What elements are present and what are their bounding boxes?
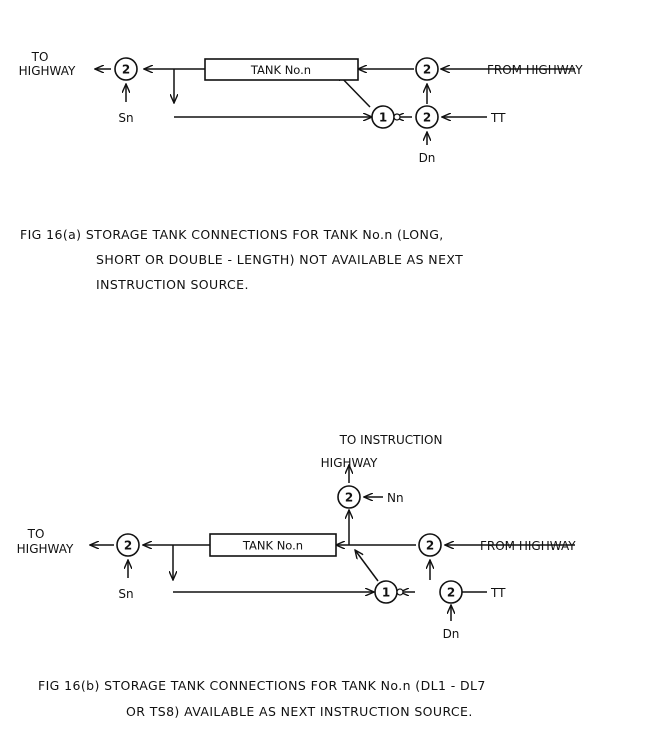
- figure-16b-gate-out: 2: [116, 533, 140, 557]
- svg-text:2: 2: [124, 539, 132, 553]
- figure-16a-wires: [95, 69, 575, 145]
- figure-16b-to-instruction-line1: TO INSTRUCTION: [339, 433, 443, 447]
- figure-16b-tank-box: [209, 533, 337, 557]
- svg-text:1: 1: [379, 111, 387, 125]
- figure-16a-caption-line3: INSTRUCTION SOURCE.: [96, 277, 249, 292]
- figure-16b-caption-line1: FIG 16(b) STORAGE TANK CONNECTIONS FOR T…: [38, 678, 486, 693]
- figure-16a-caption-line2: SHORT OR DOUBLE - LENGTH) NOT AVAILABLE …: [96, 252, 463, 267]
- figure-16b-gate-instruction: 2: [337, 485, 361, 509]
- figure-16b-caption-line2: OR TS8) AVAILABLE AS NEXT INSTRUCTION SO…: [126, 704, 473, 719]
- svg-text:2: 2: [423, 63, 431, 77]
- figure-16b-to-highway-line2: HIGHWAY: [17, 542, 74, 556]
- figure-16b-sn: Sn: [118, 587, 133, 601]
- figure-16a-sn: Sn: [118, 111, 133, 125]
- figure-16a-to-highway-line2: HIGHWAY: [19, 64, 76, 78]
- figure-16a-tank-label: TANK No.n: [250, 63, 311, 77]
- figure-16a-gate-out: 2: [114, 57, 138, 81]
- svg-text:2: 2: [345, 491, 353, 505]
- figure-16a-dn: Dn: [419, 151, 436, 165]
- figure-16b-gate-one: 1: [374, 580, 404, 604]
- figure-16a-from-highway: FROM HIGHWAY: [487, 63, 583, 77]
- figure-16b-gate-in: 2: [418, 533, 442, 557]
- figure-16b-inverter-bubble: [396, 588, 404, 596]
- figure-16a-gate-one: 1: [371, 105, 401, 129]
- figure-16a-to-highway-line1: TO: [31, 50, 49, 64]
- figure-16b-dn: Dn: [443, 627, 460, 641]
- figure-16a-inverter-bubble: [393, 113, 401, 121]
- svg-text:2: 2: [423, 111, 431, 125]
- figure-16a-caption-line1: FIG 16(a) STORAGE TANK CONNECTIONS FOR T…: [20, 227, 444, 242]
- figure-16b-from-highway: FROM HIGHWAY: [480, 539, 576, 553]
- svg-text:1: 1: [382, 586, 390, 600]
- figure-16a-gate-in: 2: [415, 57, 439, 81]
- figure-16b-gate-tt: 2: [439, 580, 463, 604]
- svg-text:2: 2: [426, 539, 434, 553]
- figure-16b-to-instruction-line2: HIGHWAY: [321, 456, 378, 470]
- svg-text:2: 2: [447, 586, 455, 600]
- figure-16a-tank-box: [204, 58, 359, 81]
- svg-text:2: 2: [122, 63, 130, 77]
- figure-16b-tt: TT: [490, 586, 506, 600]
- figure-16b-to-highway-line1: TO: [27, 527, 45, 541]
- figure-16b-tank-label: TANK No.n: [242, 539, 303, 553]
- figure-16a-gate-tt: 2: [415, 105, 439, 129]
- figure-16b-nn: Nn: [387, 491, 404, 505]
- figure-16b: TANK No.n 2 2 2 1 2 TO INSTRUCTION HIGHW…: [17, 433, 577, 719]
- figure-16a: TANK No.n 2 2 1 2 TO HIGHWAY FROM HIGHWA…: [19, 50, 584, 292]
- figure-16a-tt: TT: [490, 111, 506, 125]
